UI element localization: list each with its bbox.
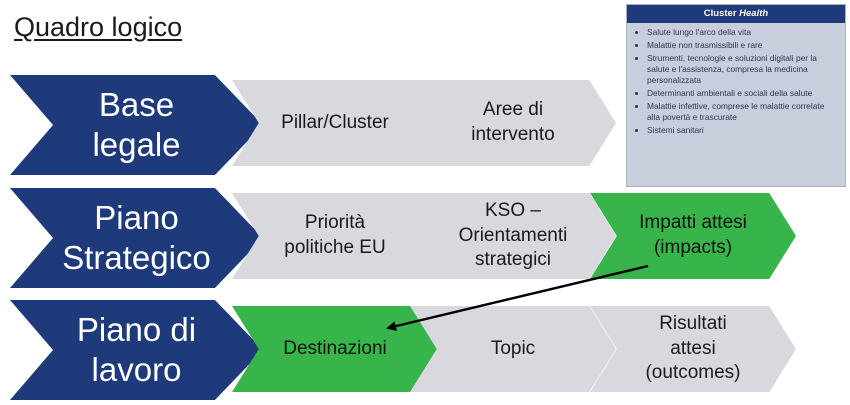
cluster-item-list: Salute lungo l'arco della vita Malattie … <box>627 27 845 136</box>
cluster-item: Sistemi sanitari <box>647 125 839 136</box>
page-title: Quadro logico <box>14 12 183 42</box>
cluster-item: Malattie non trasmissibili e rare <box>647 40 839 51</box>
cluster-panel-title: Cluster Health <box>627 5 845 23</box>
step-impatti-attesi: Impatti attesi (impacts) <box>590 193 796 279</box>
cluster-title-emphasis: Health <box>739 8 769 19</box>
step-label: Destinazioni <box>283 337 387 359</box>
row-head-label: Piano Strategico <box>62 199 211 276</box>
cluster-item: Determinanti ambientali e sociali della … <box>647 88 839 99</box>
row-head-piano-strategico: Piano Strategico <box>10 188 263 288</box>
step-label: Impatti attesi (impacts) <box>639 212 747 258</box>
cluster-title-prefix: Cluster <box>703 8 737 19</box>
step-label: Topic <box>490 337 536 359</box>
cluster-item: Malattie infettive, comprese le malattie… <box>647 101 839 123</box>
step-label: Pillar/Cluster <box>281 111 389 133</box>
step-pillar-cluster: Pillar/Cluster <box>232 80 438 166</box>
step-risultati-attesi: Risultati attesi (outcomes) <box>590 306 796 392</box>
row-head-label: Base legale <box>92 86 181 163</box>
step-aree-di-intervento: Aree di intervento <box>410 80 616 166</box>
cluster-health-panel: Cluster Health Salute lungo l'arco della… <box>626 4 846 187</box>
row-head-piano-di-lavoro: Piano di lavoro <box>10 300 263 400</box>
row-head-base-legale: Base legale <box>10 75 263 175</box>
step-topic: Topic <box>410 306 616 392</box>
step-label: Risultati attesi (outcomes) <box>645 312 741 384</box>
cluster-item: Strumenti, tecnologie e soluzioni digita… <box>647 53 839 87</box>
step-label: Priorità politiche EU <box>284 212 386 258</box>
step-destinazioni: Destinazioni <box>232 306 438 392</box>
step-label: KSO – Orientamenti strategici <box>458 199 568 271</box>
cluster-item: Salute lungo l'arco della vita <box>647 27 839 38</box>
step-priorita-politiche: Priorità politiche EU <box>232 193 438 279</box>
row-head-label: Piano di lavoro <box>76 311 197 388</box>
step-kso: KSO – Orientamenti strategici <box>410 193 616 279</box>
step-label: Aree di intervento <box>471 99 555 145</box>
